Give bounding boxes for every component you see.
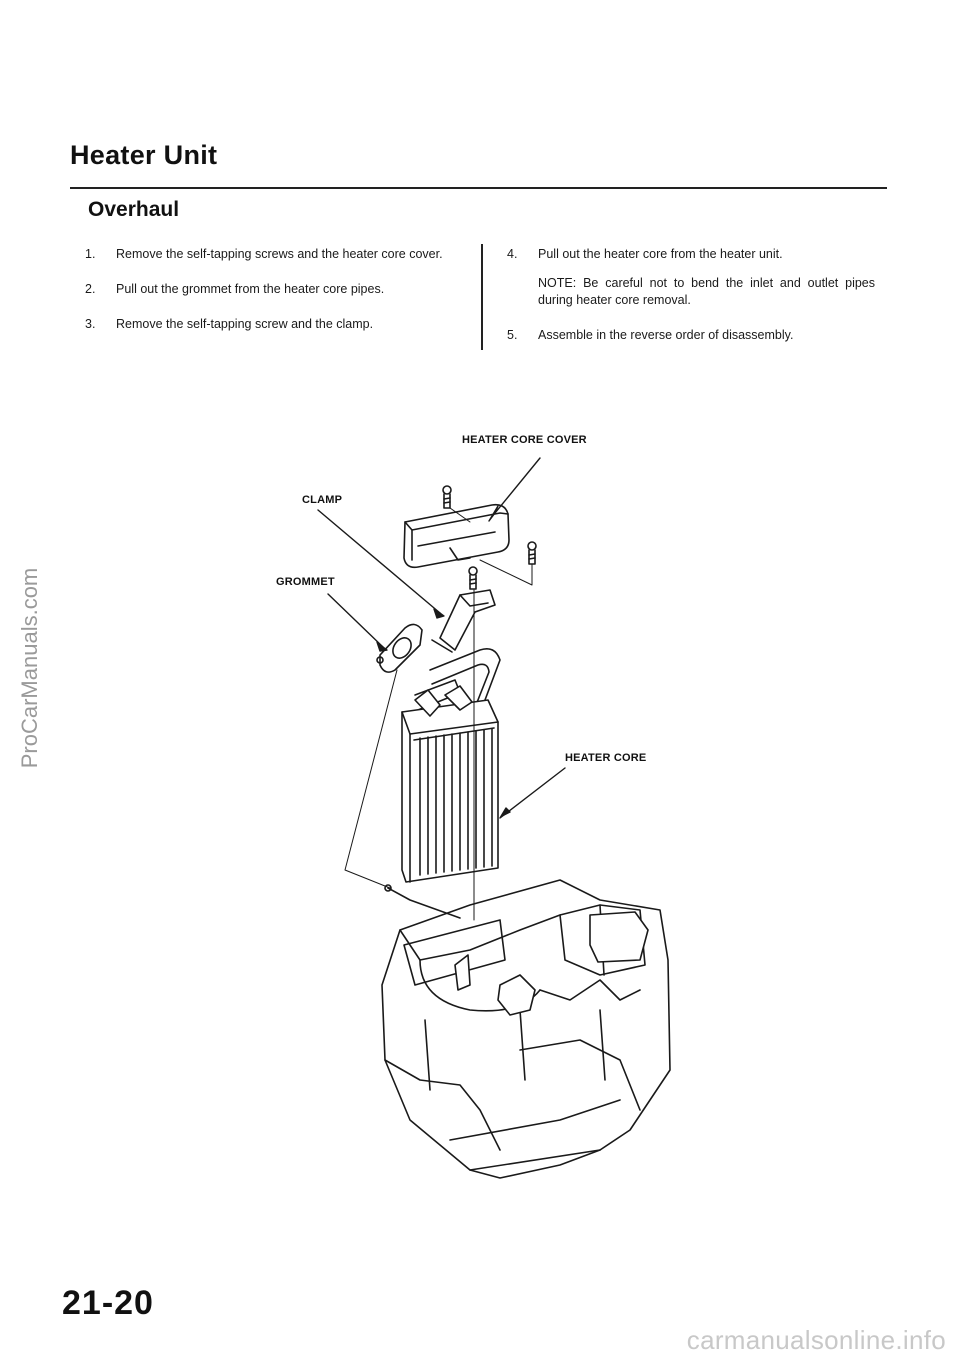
step-text: Pull out the grommet from the heater cor… [116, 282, 385, 296]
step-3: 3. Remove the self-tapping screw and the… [85, 316, 460, 333]
bottom-watermark: carmanualsonline.info [686, 1325, 946, 1355]
self-tapping-screw-icon [527, 541, 537, 565]
column-divider [481, 244, 483, 350]
label-clamp: CLAMP [302, 494, 343, 506]
step-number: 3. [85, 317, 96, 331]
label-heater-core-cover: HEATER CORE COVER [462, 434, 587, 446]
self-tapping-screw-icon [468, 566, 478, 590]
alignment-guides [344, 507, 533, 921]
heater-core-part [401, 685, 499, 883]
label-grommet: GROMMET [276, 576, 335, 588]
section-title: Overhaul [88, 198, 180, 221]
grommet-part [376, 623, 423, 673]
leader-lines [317, 457, 566, 819]
note-text: NOTE: Be careful not to bend the inlet a… [538, 276, 875, 307]
step-number: 1. [85, 247, 96, 261]
step-text: Remove the self-tapping screws and the h… [116, 247, 443, 261]
page-number: 21-20 [62, 1284, 154, 1322]
label-heater-core: HEATER CORE [565, 752, 647, 764]
title-rule [70, 187, 887, 189]
heater-unit-housing [381, 879, 671, 1179]
step-text: Remove the self-tapping screw and the cl… [116, 317, 374, 331]
step-number: 5. [507, 328, 518, 342]
step-number: 2. [85, 282, 96, 296]
heater-core-cover-part [403, 503, 510, 569]
self-tapping-screw-icon [442, 485, 452, 509]
clamp-part [431, 589, 496, 653]
instructions-right: 4. Pull out the heater core from the hea… [507, 246, 875, 362]
step-5: 5. Assemble in the reverse order of disa… [507, 327, 875, 344]
instructions-left: 1. Remove the self-tapping screws and th… [85, 246, 460, 351]
step-4: 4. Pull out the heater core from the hea… [507, 246, 875, 263]
page-title: Heater Unit [70, 140, 218, 170]
step-text: Assemble in the reverse order of disasse… [538, 328, 794, 342]
drain-hose [384, 884, 461, 919]
step-text: Pull out the heater core from the heater… [538, 247, 783, 261]
step-2: 2. Pull out the grommet from the heater … [85, 281, 460, 298]
step-number: 4. [507, 247, 518, 261]
step-1: 1. Remove the self-tapping screws and th… [85, 246, 460, 263]
